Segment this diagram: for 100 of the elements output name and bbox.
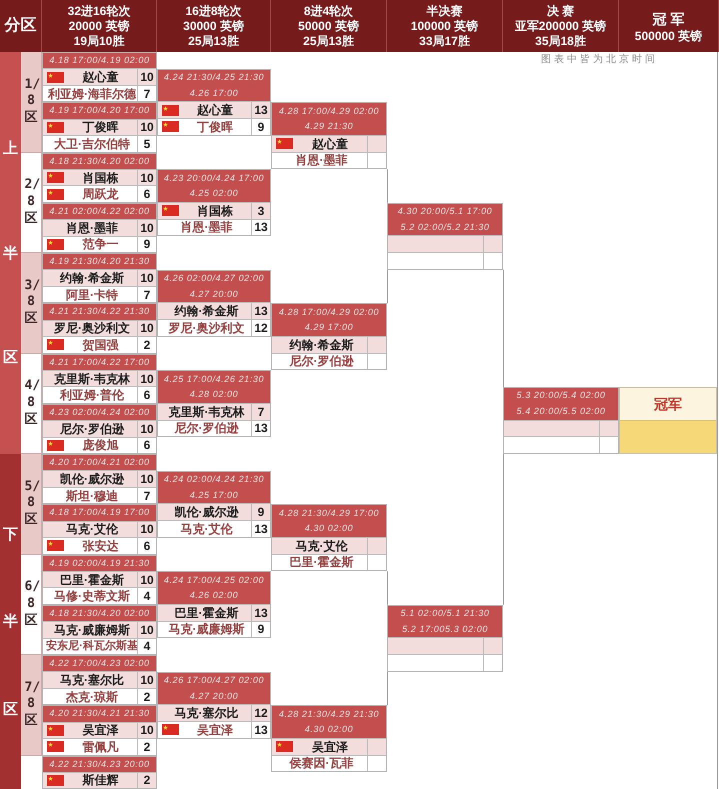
bracket-line xyxy=(387,269,388,304)
match-box xyxy=(42,554,157,605)
section-band xyxy=(21,253,42,354)
section-band xyxy=(21,52,42,152)
score: 6 xyxy=(137,438,156,454)
match-box xyxy=(503,387,619,454)
score: 6 xyxy=(137,186,156,202)
player-name: 丁俊晖 xyxy=(197,120,233,133)
round-header xyxy=(42,0,157,52)
player-name: 罗尼·奥沙利文 xyxy=(168,322,244,334)
half-band xyxy=(0,52,21,454)
player-name: 尼尔·罗伯逊 xyxy=(174,422,238,434)
score: 13 xyxy=(251,521,270,537)
round-name: 32进16轮次 xyxy=(68,4,130,18)
half-band xyxy=(0,454,21,789)
player-name: 肖恩·墨菲 xyxy=(180,221,232,234)
match-box xyxy=(42,354,157,404)
match-box xyxy=(42,404,157,454)
match-time: 5.3 20:00/5.4 02:00 xyxy=(504,388,618,404)
player-name: 马修·史蒂文斯 xyxy=(54,590,130,602)
player-name: 斯佳辉 xyxy=(82,774,118,786)
match-time: 4.18 17:00/4.19 17:00 xyxy=(43,505,156,521)
section-label: 3/8区 xyxy=(24,278,38,328)
section-band xyxy=(21,454,42,554)
score: 2 xyxy=(137,688,156,704)
match-time: 4.18 21:30/4.20 02:00 xyxy=(43,154,156,169)
match-box xyxy=(42,152,157,203)
match-time: 4.19 17:00/4.20 17:00 xyxy=(43,103,156,119)
match-box xyxy=(271,504,387,572)
player-name: 约翰·希金斯 xyxy=(60,272,124,284)
match-time: 5.2 02:00/5.2 21:30 xyxy=(388,220,502,236)
section-band xyxy=(21,554,42,655)
player-name: 利亚姆·普伦 xyxy=(60,389,124,402)
player-name: 赵心童 xyxy=(312,138,348,150)
match-format: 25局13胜 xyxy=(188,34,239,48)
round-name: 8进4轮次 xyxy=(304,4,354,18)
match-time: 4.25 02:00 xyxy=(158,186,270,202)
match-time: 4.22 21:30/4.23 20:00 xyxy=(43,756,156,772)
player-name: 斯坦·穆迪 xyxy=(66,490,118,502)
match-format: 35局18胜 xyxy=(535,34,586,48)
player-name: 罗尼·奥沙利文 xyxy=(54,322,130,334)
match-time: 4.24 02:00/4.24 21:30 xyxy=(158,472,270,488)
match-time: 4.25 17:00/4.26 21:30 xyxy=(158,371,270,387)
match-time: 4.28 02:00 xyxy=(158,387,270,403)
round-name: 半决赛 xyxy=(426,4,462,18)
score: 13 xyxy=(251,420,270,436)
section-label: 5/8区 xyxy=(24,478,38,529)
score: 13 xyxy=(251,220,270,236)
player-name: 肖恩·墨菲 xyxy=(66,222,118,234)
match-time: 4.21 02:00/4.22 02:00 xyxy=(43,204,156,220)
prize-money: 50000 英镑 xyxy=(298,18,359,34)
match-time: 4.30 02:00 xyxy=(272,521,386,537)
player-name: 庞俊旭 xyxy=(82,439,118,452)
player-name: 马克·艾伦 xyxy=(180,522,232,535)
player-name: 赵心童 xyxy=(82,71,118,84)
match-time: 4.18 21:30/4.20 02:00 xyxy=(43,606,156,622)
match-box xyxy=(387,202,503,270)
match-box xyxy=(42,454,157,504)
match-time: 4.28 21:30/4.29 17:00 xyxy=(272,505,386,521)
match-box xyxy=(42,253,157,304)
match-time: 4.27 20:00 xyxy=(158,286,270,302)
prize-money: 20000 英镑 xyxy=(68,18,130,34)
player-name: 范争一 xyxy=(82,238,118,250)
half-label: 半 xyxy=(3,614,18,629)
player-name: 克里斯·韦克林 xyxy=(168,406,244,418)
bracket-line xyxy=(503,454,504,606)
match-time: 4.19 02:00/4.19 21:30 xyxy=(43,556,156,571)
score: 2 xyxy=(137,337,156,353)
score: 6 xyxy=(137,538,156,554)
match-format: 19局10胜 xyxy=(74,34,124,48)
match-time: 4.29 21:30 xyxy=(272,119,386,135)
round-header xyxy=(157,0,271,52)
player-name: 尼尔·罗伯逊 xyxy=(60,422,124,435)
player-name: 马克·塞尔比 xyxy=(174,707,238,720)
match-time: 4.26 17:00 xyxy=(158,86,270,102)
match-box xyxy=(157,672,271,739)
match-time: 4.28 17:00/4.29 02:00 xyxy=(272,304,386,320)
match-box xyxy=(157,169,271,236)
player-name: 张安达 xyxy=(82,540,118,552)
match-time: 4.28 17:00/4.29 02:00 xyxy=(272,103,386,119)
score: 7 xyxy=(137,86,156,102)
match-box xyxy=(157,370,271,438)
section-label: 6/8区 xyxy=(24,579,38,630)
match-box xyxy=(271,102,387,170)
section-band xyxy=(21,152,42,253)
round-header xyxy=(619,0,719,52)
round-header xyxy=(271,0,387,52)
half-label: 半 xyxy=(3,246,18,260)
player-name: 吴宜泽 xyxy=(82,724,118,736)
player-name: 肖国栋 xyxy=(197,204,233,217)
player-name: 巴里·霍金斯 xyxy=(60,574,124,586)
match-time: 4.26 02:00 xyxy=(158,588,270,604)
match-box xyxy=(42,705,157,756)
player-name: 马克·艾伦 xyxy=(296,540,348,552)
section-label: 7/8区 xyxy=(24,680,38,730)
player-name: 克里斯·韦克林 xyxy=(54,372,130,385)
player-name: 约翰·希金斯 xyxy=(290,338,354,351)
prize-money: 500000 英镑 xyxy=(634,28,702,44)
section-band xyxy=(21,655,42,756)
match-box xyxy=(271,705,387,772)
